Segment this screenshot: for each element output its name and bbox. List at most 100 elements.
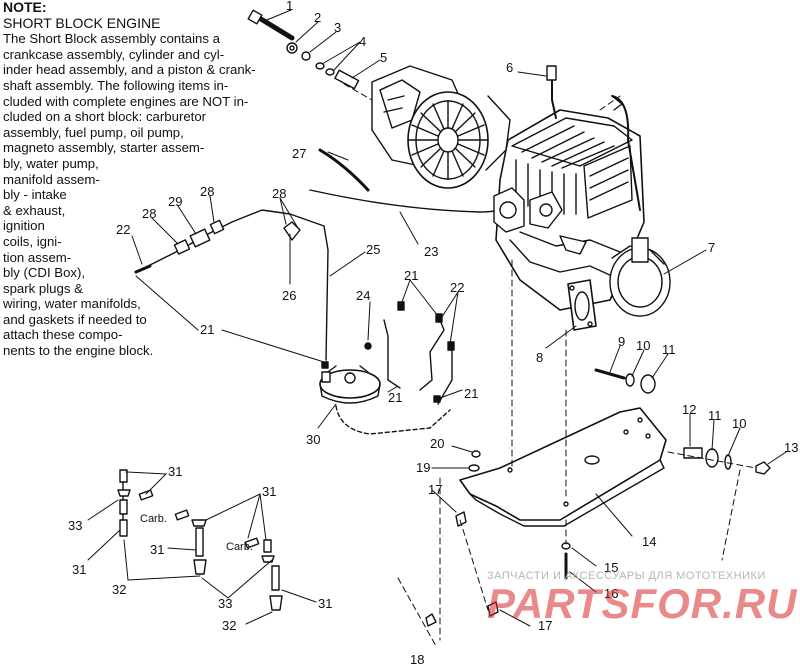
bushing-part-11b	[705, 448, 719, 468]
note-line: magneto assembly, starter assem-	[3, 140, 205, 156]
cable-part-23	[309, 189, 511, 213]
nut-part-17a	[455, 511, 467, 527]
clamp-part-28a	[173, 239, 191, 255]
carb-label-2: Carb.	[226, 541, 253, 553]
callout-3: 3	[334, 20, 341, 35]
callout-28c: 28	[272, 186, 286, 201]
note-line: wiring, water manifolds,	[3, 296, 141, 312]
clamp-part-21a	[397, 301, 405, 311]
callout-8: 8	[536, 350, 543, 365]
carb-label-1: Carb.	[140, 513, 167, 525]
nut-part-17b	[487, 601, 499, 617]
callout-2: 2	[314, 10, 321, 25]
callout-10a: 10	[636, 338, 650, 353]
watermark-logo: PARTSFOR.RU	[487, 580, 798, 627]
callout-31c: 31	[150, 542, 164, 557]
washer-part-20	[471, 450, 481, 458]
callout-33b: 33	[218, 596, 232, 611]
note-line: spark plugs &	[3, 280, 83, 296]
note-line: tion assem-	[3, 249, 72, 265]
callout-31e: 31	[318, 596, 332, 611]
callout-19: 19	[416, 460, 430, 475]
watermark-caption: ЗАПЧАСТИ И АКСЕССУАРЫ ДЛЯ МОТОТЕХНИКИ	[487, 570, 766, 582]
callout-12: 12	[682, 402, 696, 417]
vent-routing-diagram	[117, 469, 283, 611]
clamp-part-21f	[433, 395, 441, 403]
callout-31b: 31	[262, 484, 276, 499]
fuel-line-part-25	[139, 209, 329, 361]
washer-part-4b	[325, 68, 335, 76]
filter-part-29	[189, 228, 211, 248]
note-line: ignition	[3, 218, 45, 234]
note-heading: NOTE:	[3, 0, 47, 15]
callout-21a: 21	[200, 322, 214, 337]
washer-part-2-hole	[289, 45, 295, 51]
washer-part-10a	[625, 373, 635, 387]
callout-22a: 22	[116, 222, 130, 237]
alignment-centerlines	[343, 83, 757, 647]
clamp-part-21c	[447, 341, 455, 351]
note-line: attach these compo-	[3, 327, 123, 343]
callout-17b: 17	[538, 618, 552, 633]
callout-17a: 17	[428, 482, 442, 497]
spacer-part-5	[334, 69, 360, 90]
cable-part-27	[318, 148, 370, 192]
note-text-block: NOTE: SHORT BLOCK ENGINE The Short Block…	[3, 0, 263, 359]
callout-7: 7	[708, 240, 715, 255]
note-line: bly, water pump,	[3, 155, 99, 171]
note-line: shaft assembly. The following items in-	[3, 77, 229, 93]
callout-31d: 31	[72, 562, 86, 577]
washer-part-19	[468, 464, 480, 472]
clamp-part-21b	[435, 313, 443, 323]
note-line: bly (CDI Box),	[3, 265, 86, 281]
recoil-starter	[371, 65, 511, 189]
spacer-part-12	[683, 447, 703, 459]
line-part-21d	[437, 349, 453, 405]
callout-5: 5	[380, 50, 387, 65]
callout-4: 4	[359, 34, 366, 49]
note-line: nents to the engine block.	[3, 343, 154, 359]
callout-26: 26	[282, 288, 296, 303]
callout-14: 14	[642, 534, 656, 549]
callout-21c: 21	[388, 390, 402, 405]
line-part-22c	[419, 319, 445, 391]
note-line: cluded with complete engines are NOT in-	[3, 93, 249, 109]
clamp-part-21e	[321, 361, 329, 369]
note-line: crankcase assembly, cylinder and cyl-	[3, 46, 225, 62]
note-line: bly - intake	[3, 187, 67, 203]
callout-15: 15	[604, 560, 618, 575]
note-line: and gaskets if needed to	[3, 311, 147, 327]
engine-block	[493, 65, 671, 317]
callout-31a: 31	[168, 464, 182, 479]
callout-28b: 28	[200, 184, 214, 199]
callout-23: 23	[424, 244, 438, 259]
nut-part-13	[755, 461, 771, 475]
callout-33a: 33	[68, 518, 82, 533]
line-part-22b	[383, 319, 401, 389]
clamp-part-24	[364, 342, 372, 350]
callout-22b: 22	[450, 280, 464, 295]
fuel-line-part-22a	[134, 264, 152, 274]
callout-11b: 11	[708, 408, 722, 423]
exhaust-flange-part-8	[567, 279, 597, 331]
note-line: cluded on a short block: carburetor	[3, 109, 207, 125]
callout-28a: 28	[142, 206, 156, 221]
note-line: assembly, fuel pump, oil pump,	[3, 124, 184, 140]
fuel-pump-part-30	[319, 365, 451, 435]
callout-27: 27	[292, 146, 306, 161]
watermark: ЗАПЧАСТИ И АКСЕССУАРЫ ДЛЯ МОТОТЕХНИКИ PA…	[487, 570, 796, 640]
tee-fitting-part-26	[283, 221, 301, 241]
callout-18: 18	[410, 652, 424, 666]
callout-24: 24	[356, 288, 370, 303]
note-line: manifold assem-	[3, 171, 100, 187]
note-line: inder head assembly, and a piston & cran…	[3, 62, 256, 78]
callout-21b: 21	[404, 268, 418, 283]
callout-16: 16	[604, 586, 618, 601]
callout-9: 9	[618, 334, 625, 349]
callout-21d: 21	[464, 386, 478, 401]
leader-lines	[87, 9, 787, 627]
bolt-part-9	[594, 368, 626, 380]
engine-mount-plate-part-14	[459, 407, 667, 527]
callout-25: 25	[366, 242, 380, 257]
